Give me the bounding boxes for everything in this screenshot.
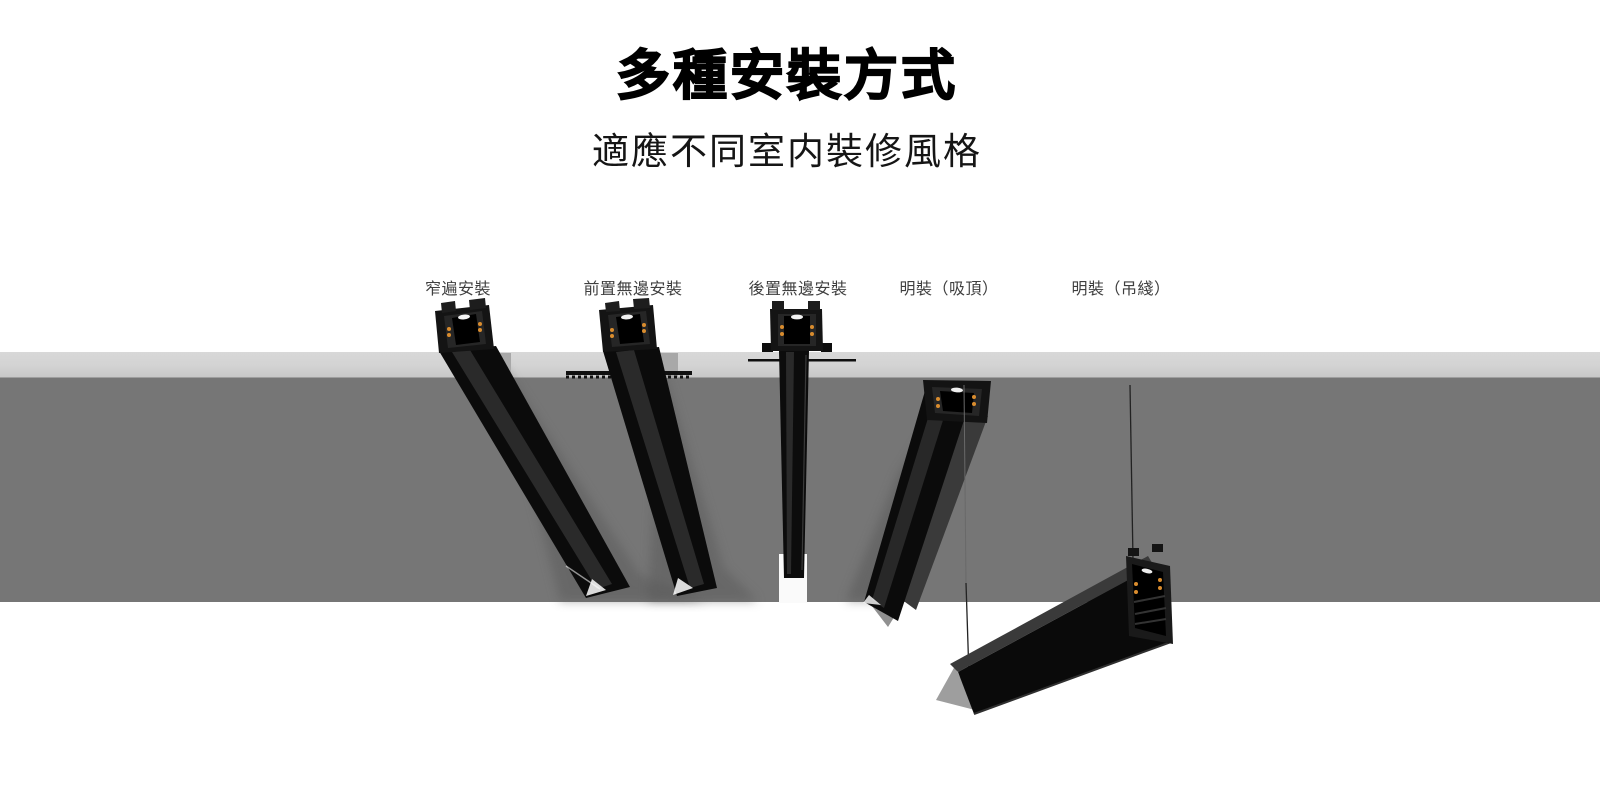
page-subtitle: 適應不同室内裝修風格 <box>592 131 982 172</box>
head-prong <box>633 298 650 309</box>
head-channel <box>784 316 810 344</box>
method-label-surface-ceiling: 明裝（吸頂） <box>899 281 999 298</box>
track-head <box>435 305 494 353</box>
contact-dot <box>478 328 482 332</box>
head-prong <box>441 301 456 313</box>
head-prong <box>469 298 486 310</box>
contact-dot <box>810 325 814 329</box>
endcap-ridge <box>1134 607 1167 615</box>
below-ceiling-wedge <box>868 601 904 627</box>
track-head <box>770 309 823 351</box>
head-channel <box>452 314 480 345</box>
head-prong <box>808 301 820 310</box>
contact-dot <box>447 327 451 331</box>
head-inner <box>778 314 816 346</box>
contact-dot <box>810 332 814 336</box>
contact-dot <box>610 328 614 332</box>
method-label-rear-trimless: 後置無邊安裝 <box>748 281 848 298</box>
page-title: 多種安裝方式 <box>615 45 958 106</box>
contact-dot <box>610 334 614 338</box>
side-wing <box>821 343 832 352</box>
contact-dot <box>780 325 784 329</box>
contact-dot <box>478 322 482 326</box>
ceiling-edge-strip <box>0 352 1600 378</box>
contact-dot <box>780 332 784 336</box>
head-inner <box>608 311 650 347</box>
head-slot-highlight <box>458 314 470 320</box>
contact-dot <box>642 323 646 327</box>
head-prong <box>772 301 784 310</box>
method-label-suspended-wire: 明裝（吊綫） <box>1071 281 1171 298</box>
ceiling-cross-section <box>0 378 1600 602</box>
track-head <box>599 305 657 352</box>
contact-dot <box>642 329 646 333</box>
head-inner <box>444 311 486 348</box>
head-slot-highlight <box>621 314 633 320</box>
method-label-narrow-edge: 窄遍安裝 <box>424 281 492 298</box>
head-channel <box>616 314 644 344</box>
side-wing <box>762 343 773 352</box>
head-prong <box>605 301 620 312</box>
head-slot-highlight <box>791 314 803 320</box>
method-label-front-trimless: 前置無邊安裝 <box>583 281 683 298</box>
contact-dot <box>447 333 451 337</box>
tail-panel <box>936 666 975 710</box>
endcap-ridge <box>1134 618 1167 625</box>
body-bottom-highlight <box>973 641 1172 715</box>
